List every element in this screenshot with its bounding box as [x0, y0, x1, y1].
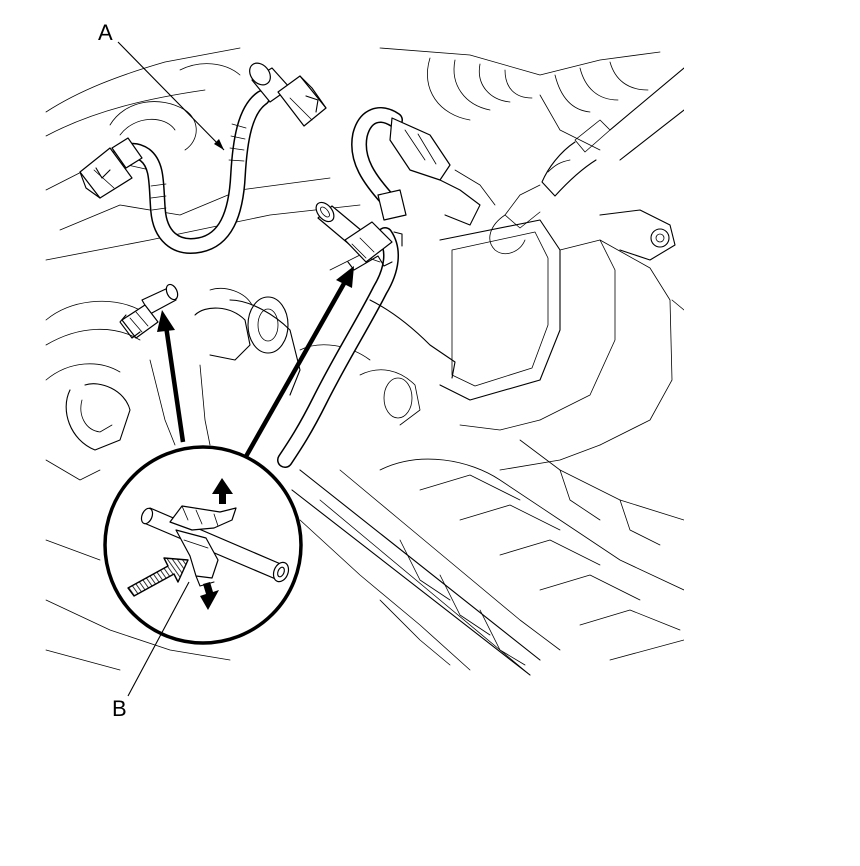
callout-label-b: B — [112, 696, 127, 721]
leader-line-b — [127, 581, 190, 697]
engine-background-linework — [45, 47, 684, 676]
callout-label-a: A — [98, 20, 113, 45]
arrow-down-icon — [200, 582, 219, 610]
callout-arrows — [157, 266, 354, 462]
left-hose-fitting — [119, 283, 179, 339]
right-hose-fitting — [277, 107, 496, 468]
leader-line-a — [117, 41, 225, 151]
detail-magnifier — [103, 445, 303, 645]
hose-a — [79, 62, 327, 254]
leader-tip-a — [214, 139, 224, 150]
arrow-up-icon — [212, 478, 233, 504]
hatched-push-arrow-icon — [127, 557, 189, 597]
